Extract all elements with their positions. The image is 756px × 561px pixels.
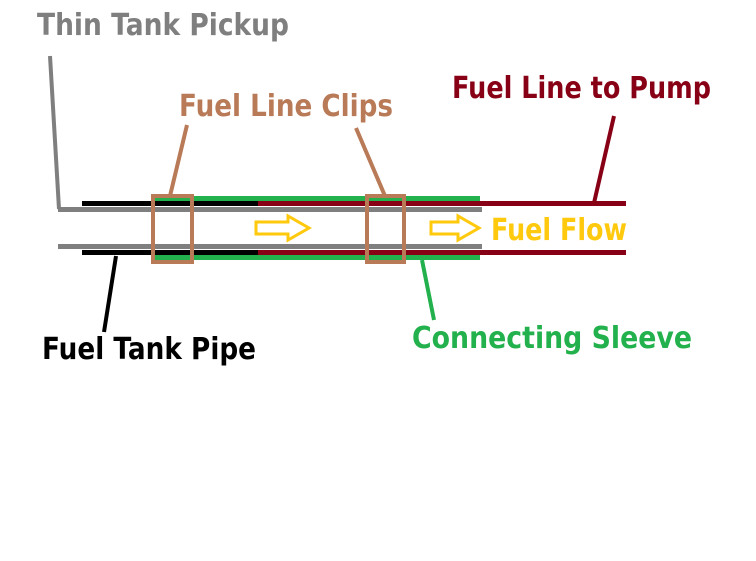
fuel-line-clip-right-leader [354,127,387,197]
fuel-line-bottom-wall [258,250,626,255]
diagram-labels: Thin Tank Pickup Fuel Line Clips Fuel Li… [37,8,711,367]
fuel-flow-arrow-icon [429,213,483,243]
pickup-top-wall [58,207,482,212]
fuel-flow-label: Fuel Flow [491,213,627,248]
sleeve-top-wall [152,196,480,201]
tank-pipe-bottom-wall [82,250,258,255]
fuel-line-top-wall [258,201,626,206]
connecting-sleeve-leader [420,259,436,321]
thin-tank-pickup-leader [48,55,61,210]
fuel-tank-pipe-label: Fuel Tank Pipe [42,332,256,367]
fuel-line-clip-left [151,194,194,264]
fuel-line-clip-right [365,194,406,264]
fuel-tank-pipe [82,201,258,255]
connecting-sleeve-label: Connecting Sleeve [412,321,692,356]
fuel-tank-pipe-leader [102,255,118,333]
leader-lines [48,55,616,333]
fuel-line-clips [151,194,406,264]
pickup-bottom-wall [58,244,482,249]
tank-pipe-top-wall [82,201,258,206]
thin-tank-pickup [58,207,482,249]
fuel-line-to-pump-label: Fuel Line to Pump [452,71,711,106]
fuel-line-to-pump [258,201,626,255]
fuel-flow-arrows [254,213,483,243]
fuel-line-to-pump-leader [592,115,616,204]
sleeve-bottom-wall [152,255,480,260]
connecting-sleeve [152,196,480,260]
fuel-flow-arrow-icon [254,213,313,243]
thin-tank-pickup-label: Thin Tank Pickup [37,8,289,43]
fuel-line-clips-label: Fuel Line Clips [179,89,393,124]
fuel-line-clip-left-leader [168,124,189,197]
